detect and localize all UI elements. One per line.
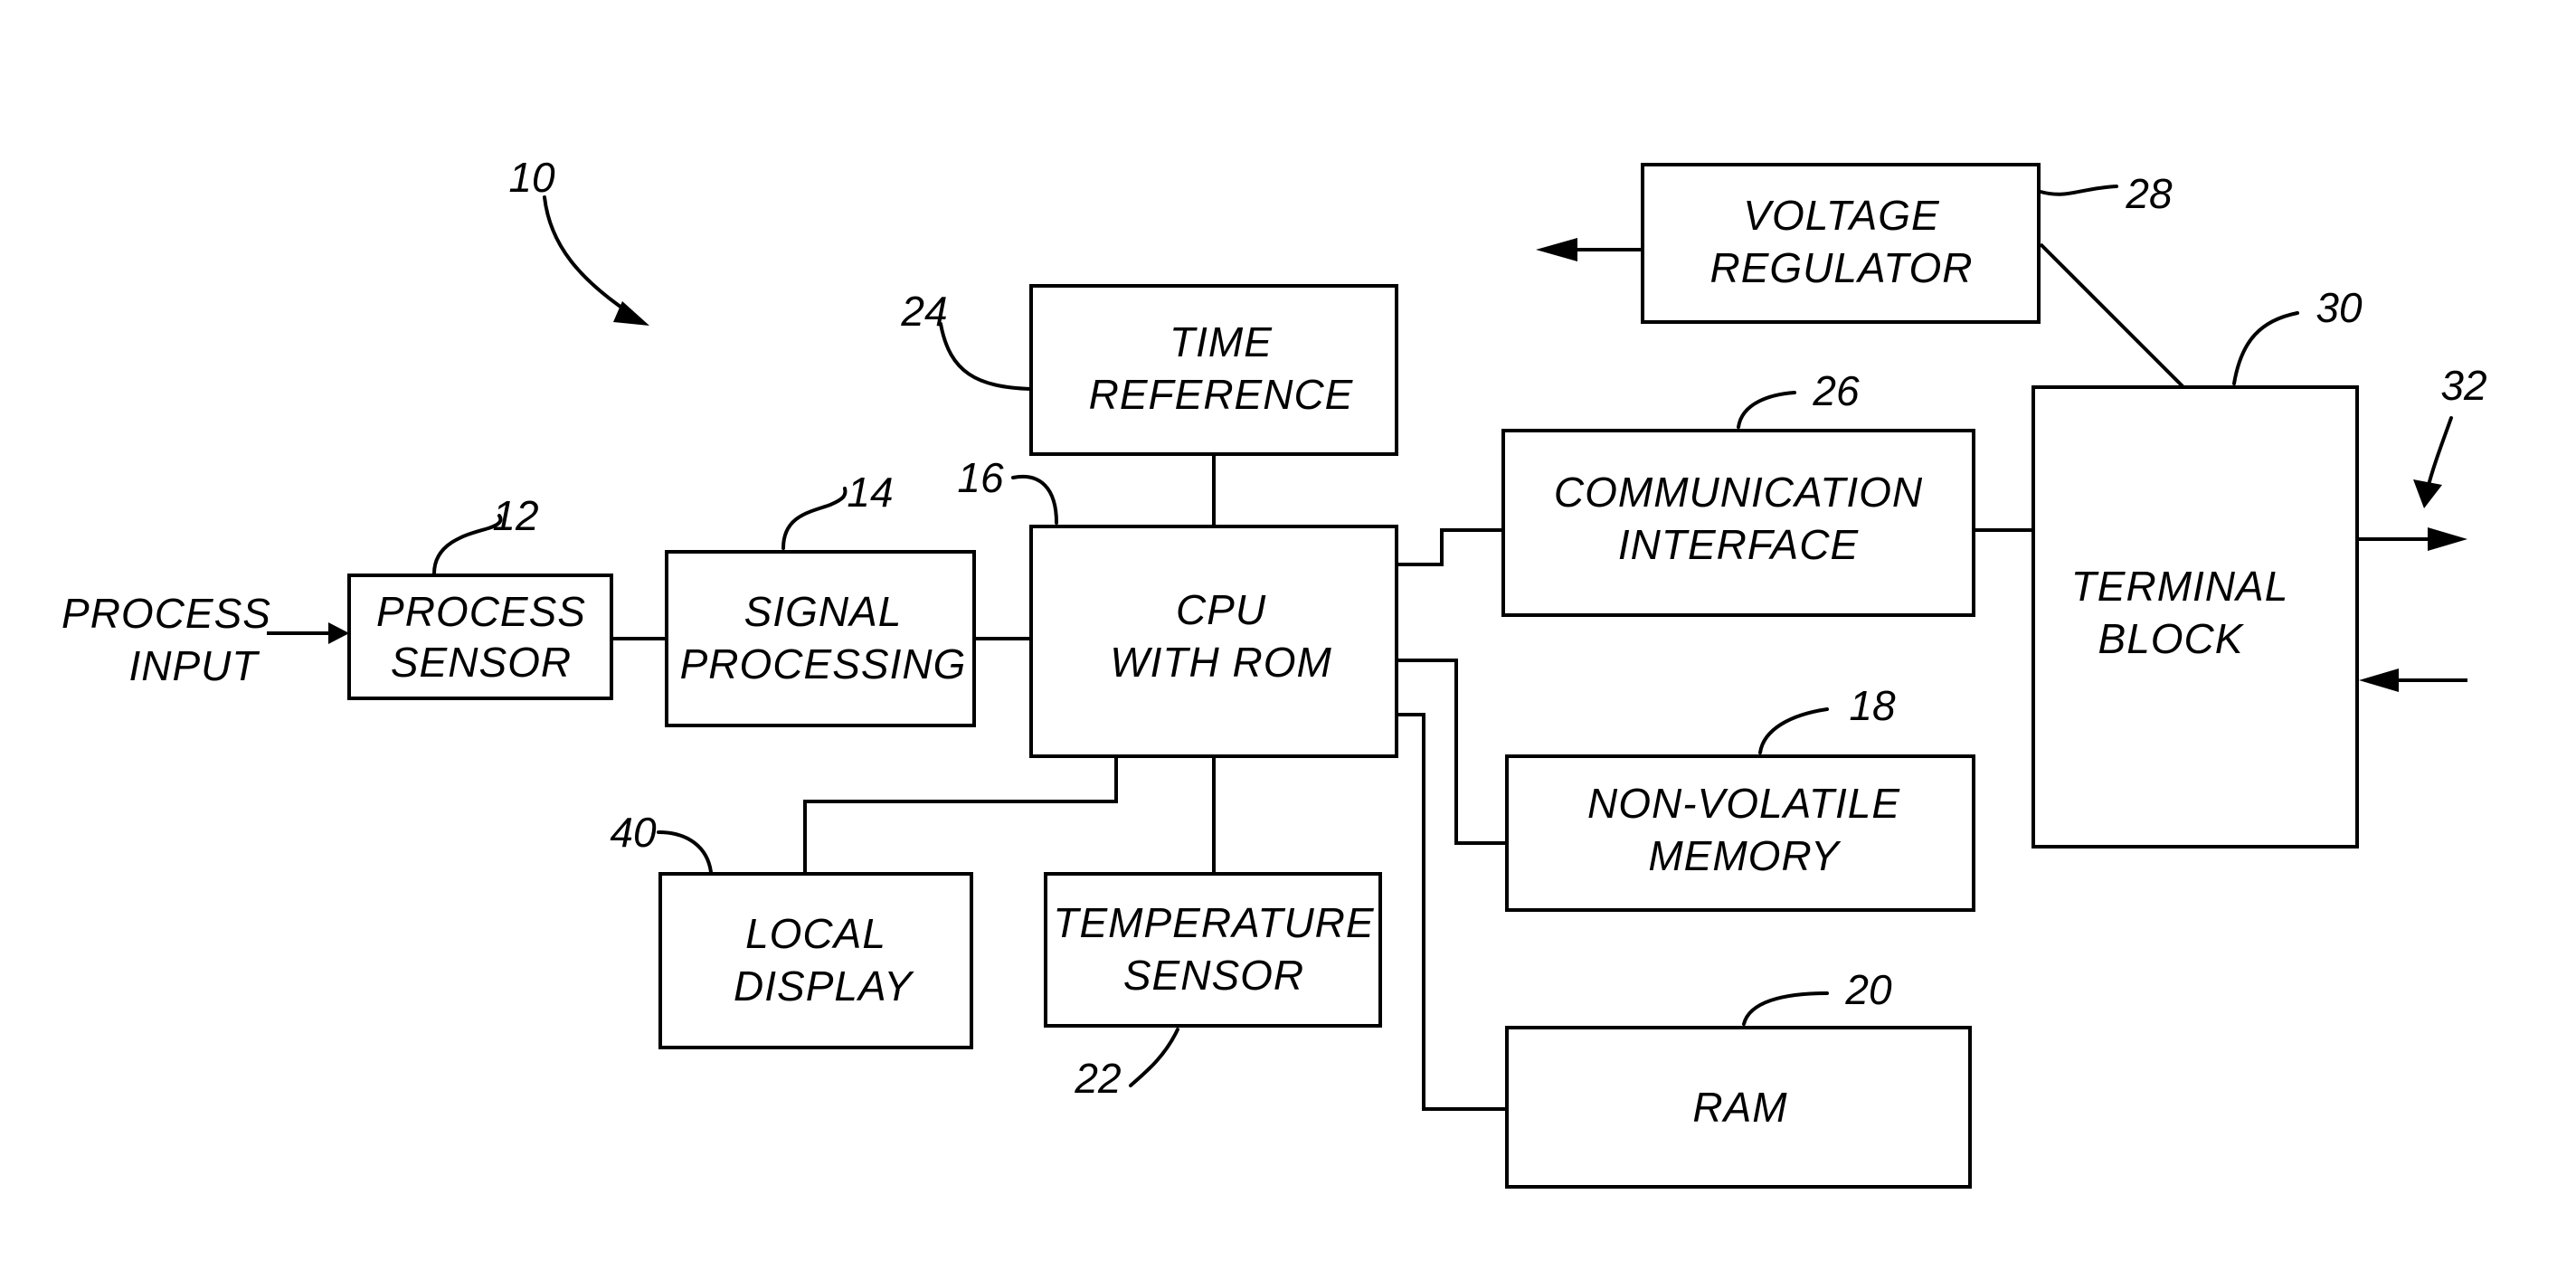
process-input-arrowhead (328, 622, 349, 644)
loop-ref: 32 (2440, 362, 2486, 409)
process-sensor-ref: 12 (492, 492, 538, 539)
signal-processing-box (667, 552, 974, 725)
local-display-line2: DISPLAY (734, 962, 914, 1010)
signal-processing-line2: PROCESSING (680, 640, 967, 687)
time-reference-block: TIME REFERENCE 24 (900, 286, 1397, 454)
terminal-block-ref: 30 (2316, 284, 2363, 331)
terminal-block: TERMINAL BLOCK 30 (2033, 284, 2363, 847)
time-reference-ref: 24 (900, 288, 947, 335)
wire-cpu-to-display (805, 756, 1116, 874)
voltage-regulator-ref-leader (2041, 186, 2117, 194)
time-reference-line2: REFERENCE (1089, 371, 1354, 418)
signal-processing-line1: SIGNAL (744, 588, 903, 635)
loop-ref-leader (2428, 418, 2451, 488)
signal-processing-block: SIGNAL PROCESSING 14 (667, 469, 974, 725)
temperature-sensor-line1: TEMPERATURE (1053, 899, 1374, 946)
voltage-regulator-line1: VOLTAGE (1743, 192, 1940, 239)
signal-processing-ref-leader (783, 488, 845, 548)
non-volatile-memory-block: NON-VOLATILE MEMORY 18 (1507, 682, 1974, 910)
ram-ref: 20 (1844, 966, 1892, 1013)
signal-processing-ref: 14 (847, 469, 893, 516)
non-volatile-memory-ref: 18 (1849, 682, 1896, 729)
wire-regulator-to-terminal (2041, 244, 2183, 387)
wire-cpu-to-nvm (1397, 660, 1507, 843)
process-sensor-ref-leader (434, 516, 501, 574)
ram-block: RAM 20 (1507, 966, 1970, 1187)
time-reference-line1: TIME (1170, 318, 1273, 365)
voltage-regulator-box (1643, 165, 2039, 322)
temperature-sensor-ref: 22 (1074, 1055, 1121, 1102)
temperature-sensor-ref-leader (1131, 1029, 1178, 1086)
communication-interface-ref: 26 (1812, 367, 1860, 414)
voltage-regulator-line2: REGULATOR (1709, 244, 1973, 291)
process-input-line1: PROCESS (62, 590, 271, 637)
loop-ref-arrowhead (2413, 479, 2442, 508)
temperature-sensor-line2: SENSOR (1123, 952, 1304, 999)
figure-ref-arrow (545, 197, 638, 318)
non-volatile-memory-line1: NON-VOLATILE (1587, 780, 1900, 827)
process-input: PROCESS INPUT (62, 590, 349, 689)
process-input-line2: INPUT (129, 642, 260, 689)
communication-interface-line2: INTERFACE (1618, 521, 1860, 568)
local-display-block: LOCAL DISPLAY 40 (610, 809, 971, 1048)
local-display-line1: LOCAL (745, 910, 886, 957)
cpu-line2: WITH ROM (1110, 639, 1332, 686)
local-display-ref: 40 (610, 809, 657, 856)
local-display-box (660, 874, 971, 1048)
cpu-line1: CPU (1176, 586, 1266, 633)
figure-ref-10: 10 (508, 154, 649, 326)
time-reference-ref-leader (941, 324, 1031, 389)
voltage-regulator-ref: 28 (2125, 170, 2173, 217)
figure-ref-label: 10 (508, 154, 555, 201)
cpu-ref: 16 (957, 454, 1004, 501)
time-reference-box (1031, 286, 1397, 454)
local-display-ref-leader (658, 832, 711, 872)
wire-cpu-to-comm (1397, 530, 1503, 564)
communication-interface-line1: COMMUNICATION (1554, 469, 1923, 516)
terminal-block-line1: TERMINAL (2071, 563, 2289, 610)
non-volatile-memory-ref-leader (1760, 709, 1827, 753)
terminal-block-line2: BLOCK (2098, 615, 2245, 662)
loop-connections: 32 (2357, 362, 2487, 692)
ram-line1: RAM (1692, 1084, 1787, 1131)
ram-ref-leader (1744, 993, 1827, 1024)
communication-interface-ref-leader (1738, 393, 1795, 427)
loop-input-arrowhead (2359, 668, 2399, 692)
loop-output-arrowhead (2428, 527, 2467, 551)
temperature-sensor-box (1046, 874, 1380, 1026)
wire-cpu-to-ram (1397, 715, 1507, 1109)
temperature-sensor-block: TEMPERATURE SENSOR 22 (1046, 874, 1380, 1102)
cpu-block: CPU WITH ROM 16 (957, 454, 1397, 756)
process-sensor-line1: PROCESS (376, 588, 586, 635)
process-sensor-line2: SENSOR (391, 639, 572, 686)
terminal-block-ref-leader (2234, 313, 2297, 384)
cpu-ref-leader (1013, 477, 1056, 523)
communication-interface-block: COMMUNICATION INTERFACE 26 (1503, 367, 1974, 615)
process-sensor-block: PROCESS SENSOR 12 (349, 492, 611, 698)
voltage-regulator-output-arrowhead (1536, 238, 1577, 261)
non-volatile-memory-line2: MEMORY (1648, 832, 1842, 879)
